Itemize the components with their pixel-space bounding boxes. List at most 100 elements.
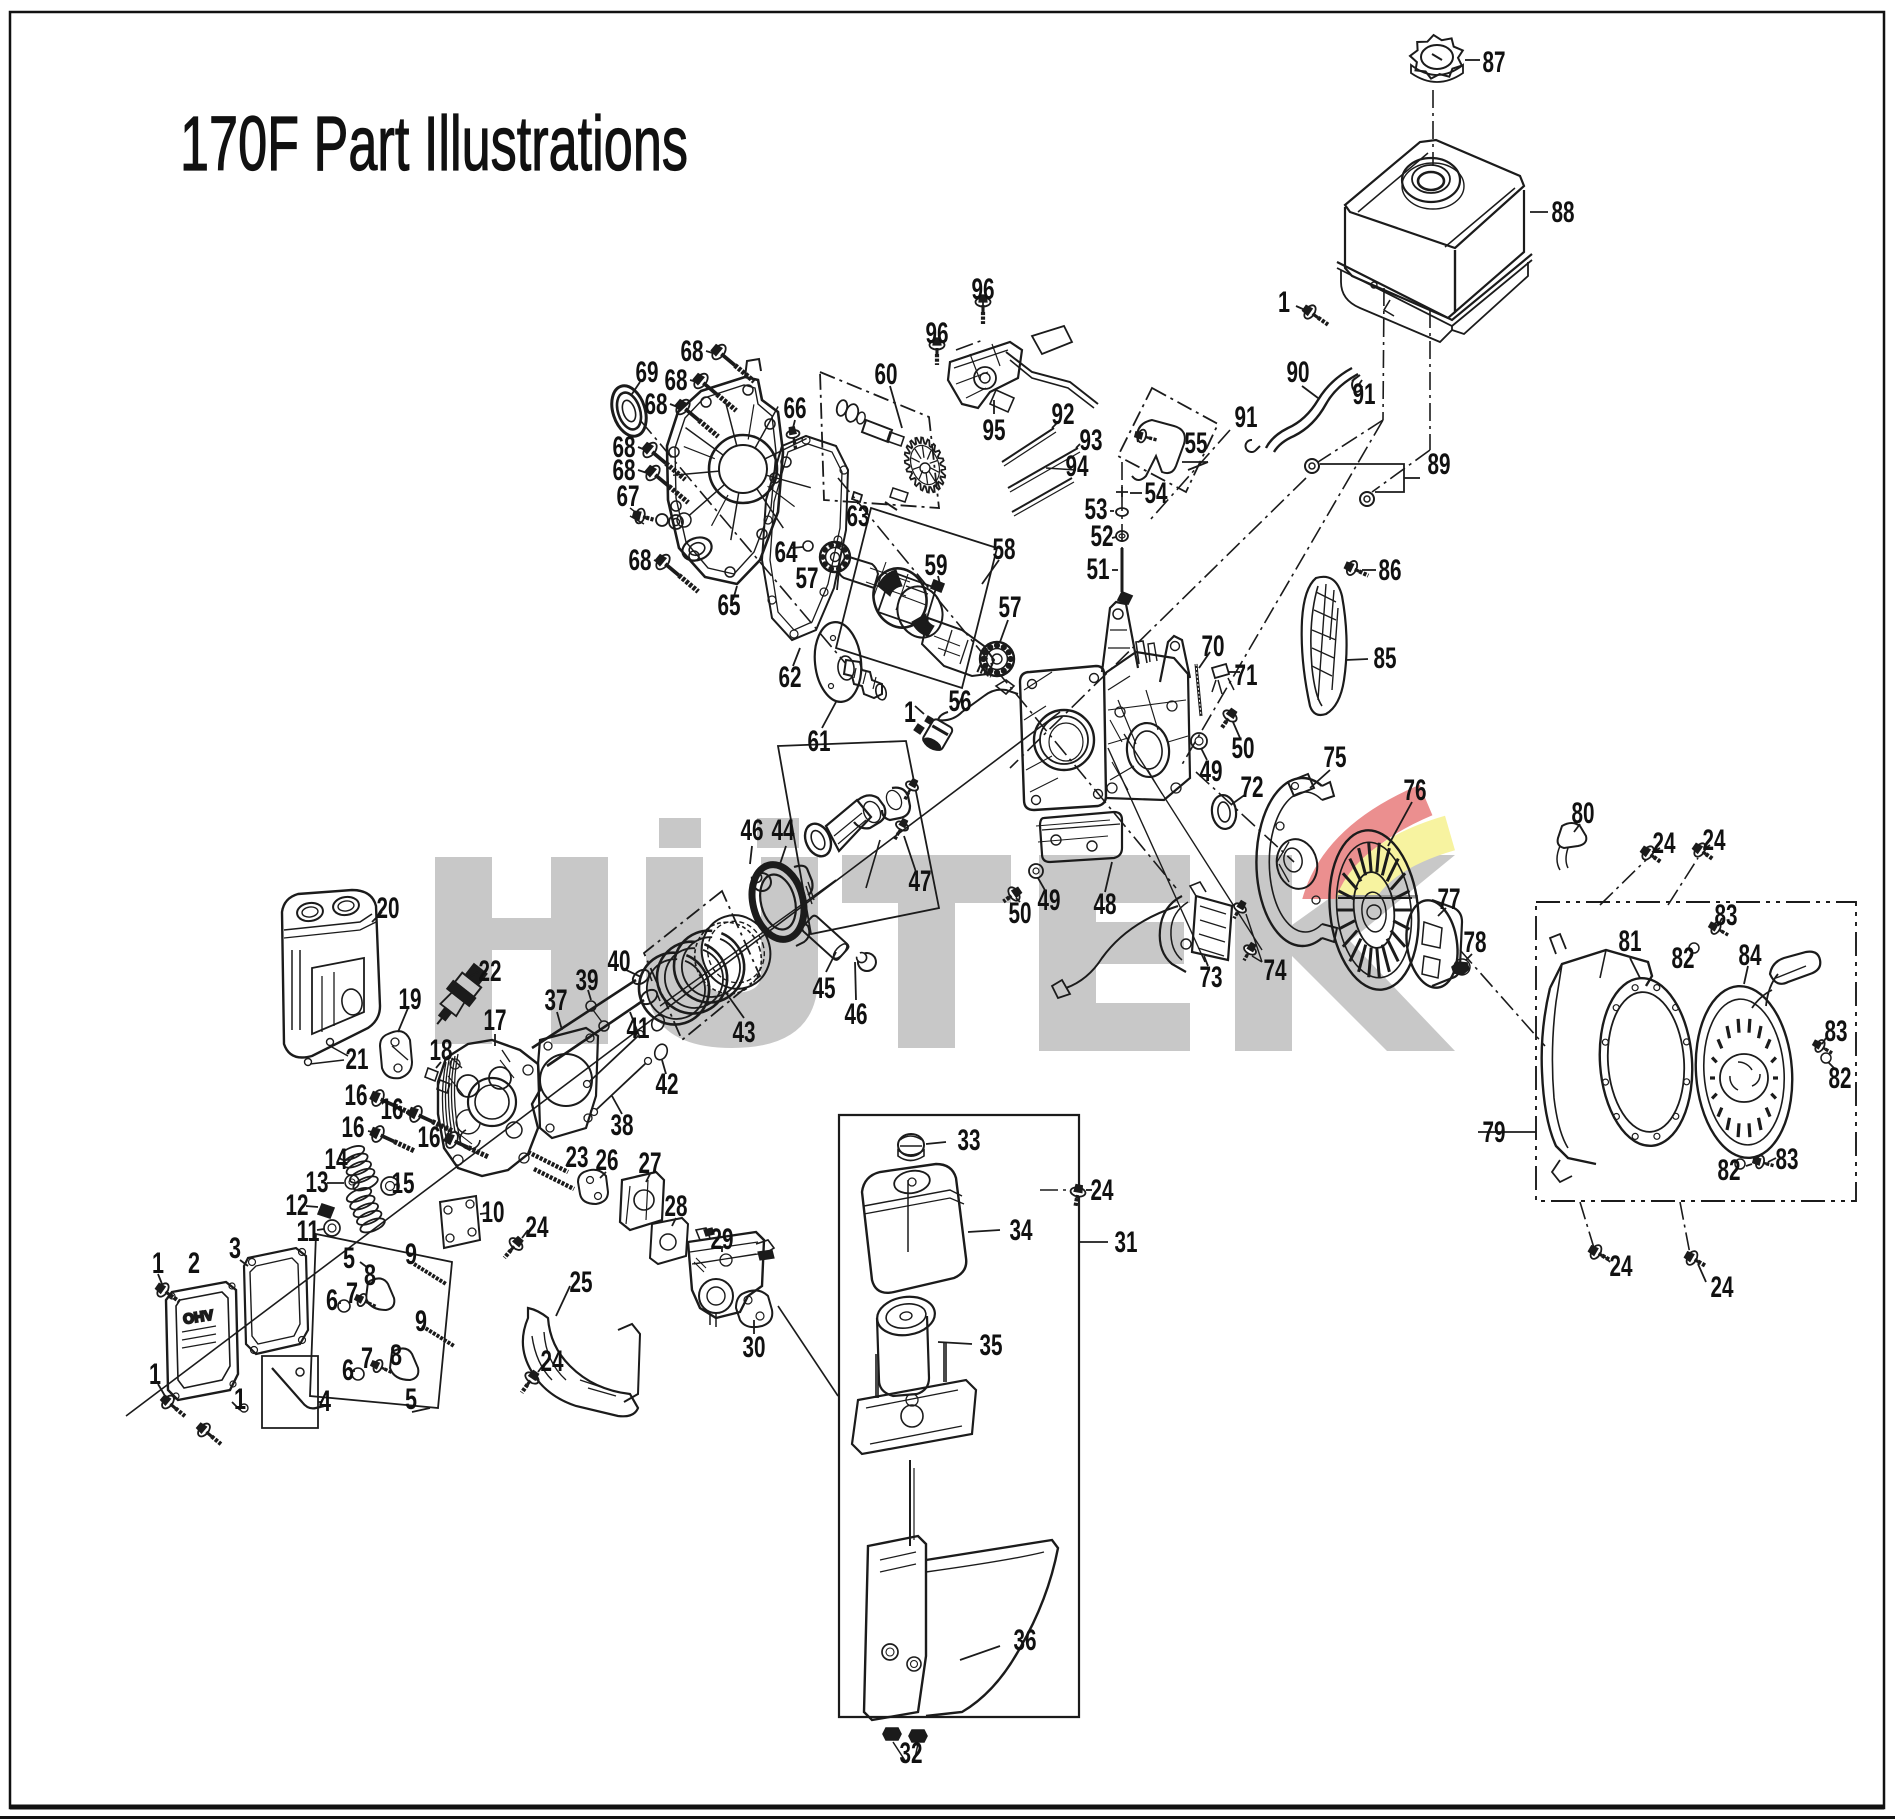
svg-text:24: 24 [541,1345,564,1378]
svg-text:15: 15 [392,1167,415,1200]
svg-text:82: 82 [1829,1062,1852,1095]
svg-text:6: 6 [342,1354,354,1387]
svg-text:54: 54 [1145,477,1168,510]
svg-text:43: 43 [733,1016,756,1049]
svg-text:44: 44 [772,814,795,847]
svg-text:83: 83 [1776,1143,1799,1176]
svg-text:32: 32 [900,1737,923,1770]
svg-text:24: 24 [1653,827,1676,860]
svg-text:81: 81 [1619,925,1642,958]
svg-text:68: 68 [681,335,704,368]
svg-text:72: 72 [1241,771,1264,804]
svg-text:1: 1 [1278,286,1290,319]
svg-text:68: 68 [629,544,652,577]
svg-text:65: 65 [718,589,741,622]
svg-text:53: 53 [1085,493,1108,526]
svg-text:1: 1 [149,1358,161,1391]
svg-text:170F Part Illustrations: 170F Part Illustrations [180,101,688,187]
svg-text:20: 20 [377,892,400,925]
svg-text:57: 57 [796,562,819,595]
svg-text:66: 66 [784,392,807,425]
svg-text:13: 13 [306,1166,329,1199]
svg-text:47: 47 [909,865,932,898]
svg-text:30: 30 [743,1331,766,1364]
svg-text:45: 45 [813,972,836,1005]
svg-text:57: 57 [999,591,1022,624]
svg-text:67: 67 [617,480,640,513]
svg-text:79: 79 [1483,1116,1506,1149]
svg-text:42: 42 [656,1068,679,1101]
svg-text:75: 75 [1324,741,1347,774]
svg-text:8: 8 [364,1259,376,1292]
svg-text:92: 92 [1052,398,1075,431]
svg-text:80: 80 [1572,797,1595,830]
svg-text:1: 1 [904,696,916,729]
svg-text:2: 2 [188,1247,200,1280]
svg-text:16: 16 [381,1093,404,1126]
svg-text:39: 39 [576,964,599,997]
svg-text:5: 5 [405,1383,417,1416]
svg-text:71: 71 [1235,659,1258,692]
svg-text:76: 76 [1404,774,1427,807]
svg-text:55: 55 [1185,427,1208,460]
svg-text:16: 16 [345,1079,368,1112]
svg-text:29: 29 [711,1223,734,1256]
svg-text:24: 24 [526,1211,549,1244]
svg-text:68: 68 [613,454,636,487]
svg-text:24: 24 [1610,1250,1633,1283]
svg-text:56: 56 [949,685,972,718]
svg-text:96: 96 [926,317,949,350]
svg-text:85: 85 [1374,642,1397,675]
svg-text:24: 24 [1711,1271,1734,1304]
svg-text:14: 14 [325,1143,348,1176]
svg-text:64: 64 [775,536,798,569]
svg-text:78: 78 [1464,926,1487,959]
svg-text:7: 7 [346,1277,358,1310]
svg-text:52: 52 [1091,520,1114,553]
svg-text:96: 96 [972,273,995,306]
svg-text:91: 91 [1353,378,1376,411]
svg-text:59: 59 [925,549,948,582]
svg-text:10: 10 [482,1196,505,1229]
svg-text:68: 68 [645,388,668,421]
svg-text:37: 37 [545,984,568,1017]
svg-text:48: 48 [1094,888,1117,921]
svg-text:94: 94 [1066,450,1089,483]
svg-text:16: 16 [418,1121,441,1154]
svg-text:93: 93 [1080,424,1103,457]
svg-text:84: 84 [1739,939,1762,972]
svg-text:21: 21 [346,1043,369,1076]
svg-text:28: 28 [665,1190,688,1223]
svg-text:82: 82 [1718,1154,1741,1187]
svg-text:83: 83 [1715,899,1738,932]
svg-text:36: 36 [1014,1624,1037,1657]
svg-text:24: 24 [1703,824,1726,857]
svg-text:86: 86 [1379,554,1402,587]
svg-text:4: 4 [319,1385,331,1418]
svg-text:87: 87 [1483,46,1506,79]
svg-text:9: 9 [405,1238,417,1271]
svg-text:50: 50 [1009,897,1032,930]
svg-text:26: 26 [596,1144,619,1177]
svg-text:17: 17 [484,1004,507,1037]
svg-text:24: 24 [1091,1174,1114,1207]
svg-text:1: 1 [234,1383,246,1416]
svg-text:OHV: OHV [182,1306,215,1327]
svg-text:19: 19 [399,983,422,1016]
svg-text:68: 68 [613,431,636,464]
svg-text:91: 91 [1235,401,1258,434]
svg-text:51: 51 [1087,553,1110,586]
svg-text:46: 46 [741,814,764,847]
svg-text:8: 8 [390,1339,402,1372]
svg-text:31: 31 [1115,1226,1138,1259]
svg-text:34: 34 [1010,1214,1033,1247]
svg-text:23: 23 [566,1141,589,1174]
svg-text:6: 6 [326,1284,338,1317]
svg-text:58: 58 [993,533,1016,566]
svg-text:40: 40 [608,945,631,978]
svg-text:38: 38 [611,1109,634,1142]
svg-text:18: 18 [430,1034,453,1067]
svg-text:12: 12 [286,1189,309,1222]
svg-text:46: 46 [845,998,868,1031]
svg-text:62: 62 [779,661,802,694]
